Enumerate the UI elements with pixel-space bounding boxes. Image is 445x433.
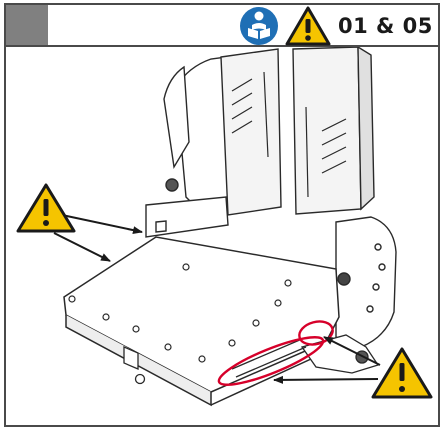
right-side-bracket <box>335 216 397 348</box>
front-rail-slot <box>231 338 307 378</box>
callout-arrows <box>53 214 381 384</box>
arrow-to-front-slot <box>273 375 379 384</box>
mechanism-slot-highlight <box>298 320 334 346</box>
left-side-bracket <box>145 178 229 238</box>
arrow-to-side-edge <box>61 214 143 235</box>
front-slot-highlight <box>217 336 325 386</box>
figure-frame: 01 & 05 <box>4 3 440 427</box>
arrow-to-mechanism-slot <box>323 336 381 366</box>
seat-illustration <box>16 47 433 407</box>
warning-callout-left <box>16 183 76 233</box>
arrow-to-front-edge <box>53 232 111 262</box>
reference-label: 01 & 05 <box>338 14 433 38</box>
warning-icon <box>285 6 331 46</box>
backrest-plates <box>220 47 375 216</box>
seat-pan-holes <box>68 263 292 363</box>
header-tab <box>6 5 48 45</box>
warning-callout-right <box>371 347 433 399</box>
front-latch <box>123 346 146 385</box>
backrest-slots <box>231 71 347 198</box>
read-manual-icon <box>240 7 278 45</box>
figure-header: 01 & 05 <box>6 5 438 47</box>
